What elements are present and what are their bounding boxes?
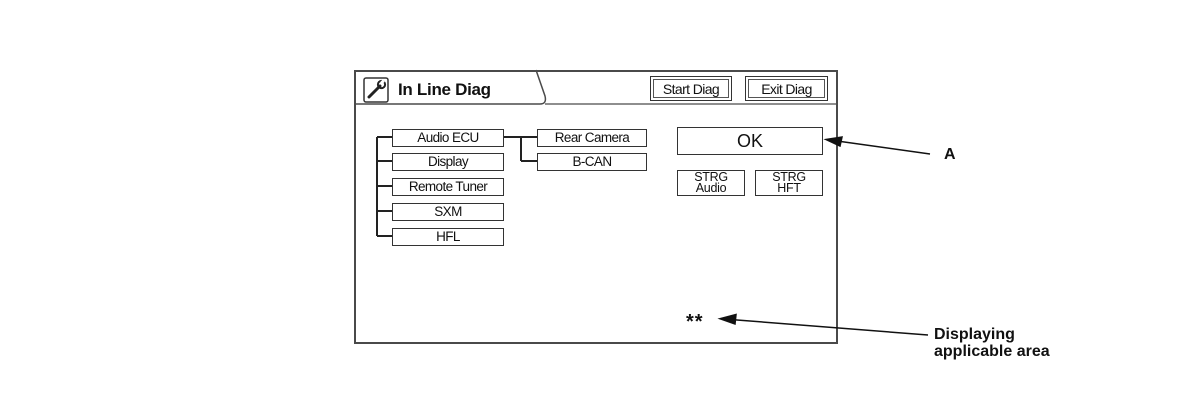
- ok-button[interactable]: OK: [677, 127, 823, 155]
- node-audio-ecu[interactable]: Audio ECU: [392, 129, 504, 147]
- node-b-can[interactable]: B-CAN: [537, 153, 647, 171]
- strg-hft-button[interactable]: STRG HFT: [755, 170, 823, 196]
- callout-displaying-line1: Displaying: [934, 326, 1015, 343]
- start-diag-button[interactable]: Start Diag: [650, 76, 732, 101]
- node-display[interactable]: Display: [392, 153, 504, 171]
- node-hfl[interactable]: HFL: [392, 228, 504, 246]
- exit-diag-button[interactable]: Exit Diag: [745, 76, 828, 101]
- callout-displaying-label: Displaying applicable area: [934, 326, 1050, 360]
- strg-audio-button[interactable]: STRG Audio: [677, 170, 745, 196]
- node-sxm[interactable]: SXM: [392, 203, 504, 221]
- callout-displaying-line2: applicable area: [934, 343, 1050, 360]
- tab-outline: [355, 69, 547, 105]
- callout-a-label: A: [944, 146, 956, 163]
- tree-connectors: [376, 136, 537, 237]
- exit-diag-label: Exit Diag: [748, 79, 825, 98]
- callout-arrows: [717, 136, 931, 336]
- node-remote-tuner[interactable]: Remote Tuner: [392, 178, 504, 196]
- strg-audio-line2: Audio: [695, 181, 727, 195]
- applicable-area-indicator: **: [686, 311, 704, 333]
- start-diag-label: Start Diag: [653, 79, 729, 98]
- strg-hft-line2: HFT: [777, 181, 801, 195]
- wrench-icon: [363, 77, 389, 103]
- screen-title: In Line Diag: [398, 80, 491, 99]
- strg-hft-line1: STRG: [772, 170, 806, 184]
- strg-audio-line1: STRG: [694, 170, 728, 184]
- node-rear-camera[interactable]: Rear Camera: [537, 129, 647, 147]
